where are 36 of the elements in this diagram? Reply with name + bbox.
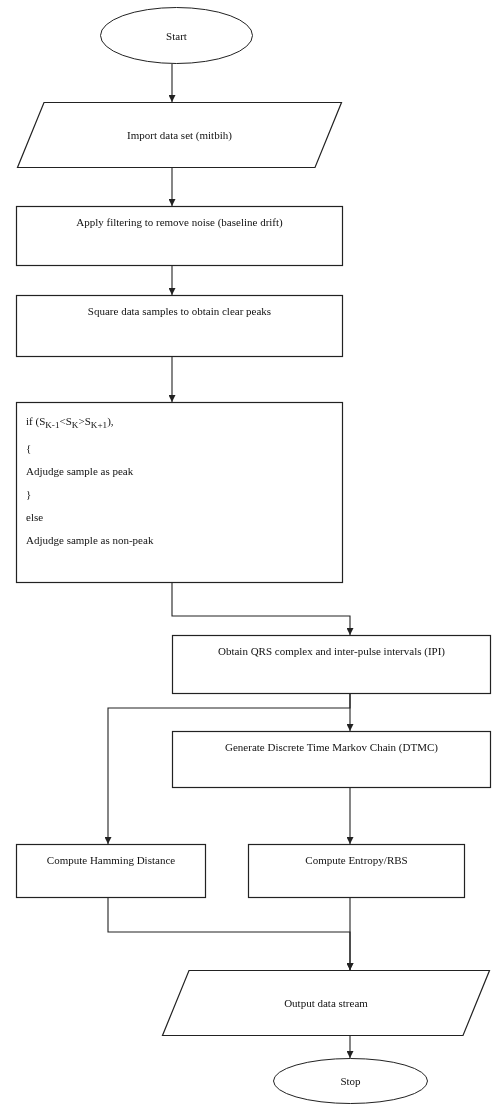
- node-label: Import data set (mitbih): [127, 129, 232, 141]
- arrow: [168, 356, 176, 403]
- node-label: Obtain QRS complex and inter-pulse intervals (IPI): [217, 645, 446, 657]
- arrow: [346, 897, 354, 971]
- process-box: [172, 731, 491, 788]
- process-box: [16, 206, 343, 266]
- code-line: }: [26, 487, 33, 503]
- code-line: Adjudge sample as non-peak: [26, 533, 155, 549]
- node-label: Stop: [340, 1075, 361, 1087]
- io-parallelogram: [17, 102, 342, 168]
- arrow: [168, 265, 176, 296]
- code-line: {: [26, 441, 33, 457]
- io-parallelogram: [162, 970, 490, 1036]
- node-label: Generate Discrete Time Markov Chain (DTMC): [225, 741, 438, 753]
- arrow: [104, 693, 351, 845]
- code-line: else: [26, 510, 45, 526]
- node-label: Start: [166, 29, 187, 42]
- node-label: Square data samples to obtain clear peaks: [87, 305, 272, 317]
- arrow: [346, 787, 354, 845]
- code-line: Adjudge sample as peak: [26, 464, 135, 480]
- process-box: [16, 295, 343, 357]
- arrow: [168, 63, 176, 103]
- process-box: [248, 844, 465, 898]
- node-label: Compute Hamming Distance: [46, 854, 176, 866]
- node-label: Compute Entropy/RBS: [305, 854, 408, 866]
- arrow: [346, 1035, 354, 1059]
- terminal-ellipse: [273, 1058, 428, 1104]
- process-box: [16, 402, 343, 583]
- arrow: [168, 167, 176, 207]
- node-label: Apply filtering to remove noise (baseline drift): [76, 216, 283, 228]
- terminal-ellipse: [100, 7, 253, 64]
- process-box: [172, 635, 491, 694]
- process-box: [16, 844, 206, 898]
- code-line: if (S$_{K-1}$<S$_{K}$>S$_{K+1}$),: [26, 414, 115, 433]
- node-label: Output data stream: [284, 997, 368, 1009]
- arrow: [171, 582, 354, 636]
